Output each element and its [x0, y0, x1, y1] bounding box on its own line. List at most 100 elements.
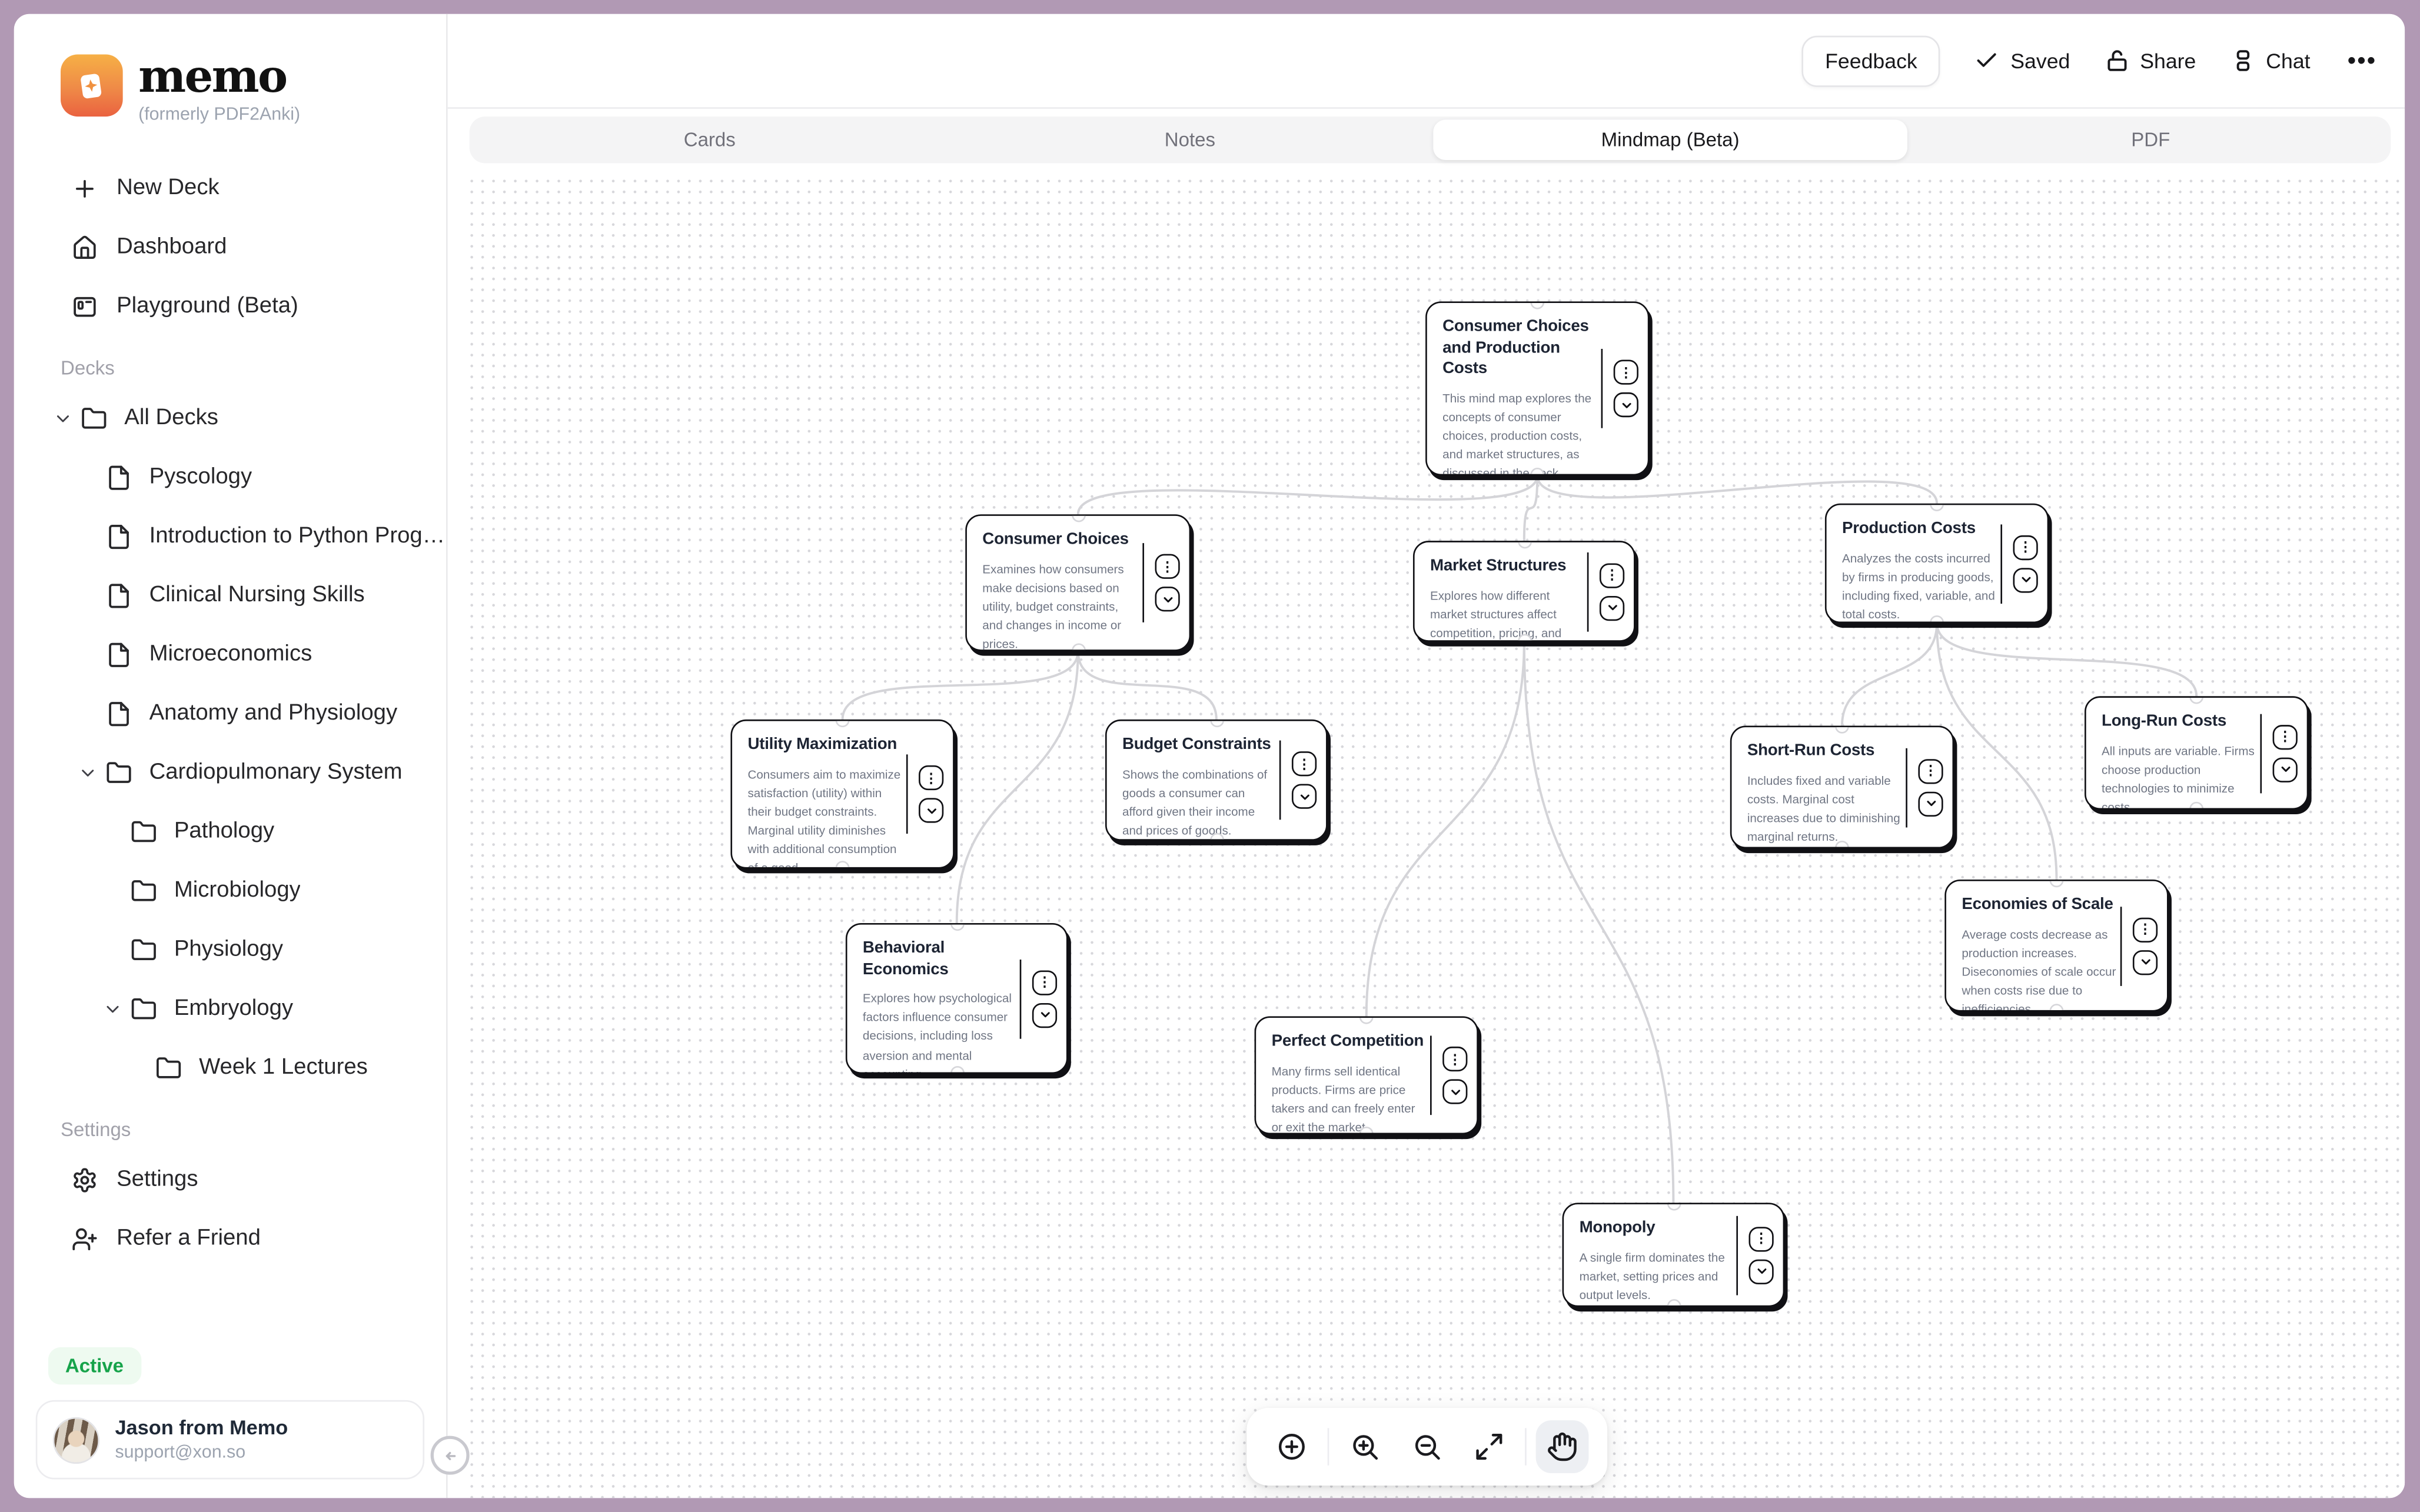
sidebar-item-refer-a-friend[interactable]: Refer a Friend — [14, 1209, 446, 1268]
sidebar-item-introduction-to-python-progra[interactable]: Introduction to Python Progra... — [14, 507, 446, 565]
zoom-out-icon — [1411, 1431, 1442, 1463]
sidebar-item-clinical-nursing-skills[interactable]: Clinical Nursing Skills — [14, 565, 446, 624]
tab-cards[interactable]: Cards — [683, 129, 736, 151]
node-menu-button[interactable]: ⋮ — [2132, 917, 2158, 942]
node-handle-top[interactable] — [1530, 303, 1545, 309]
zoom-in-button[interactable] — [1338, 1420, 1391, 1473]
feedback-button[interactable]: Feedback — [1801, 35, 1941, 86]
mindmap-node-pcomp[interactable]: Perfect Competition Many firms sell iden… — [1254, 1016, 1478, 1135]
node-menu-button[interactable]: ⋮ — [1291, 751, 1317, 777]
sidebar-item-playground-beta[interactable]: Playground (Beta) — [14, 277, 446, 335]
node-menu-button[interactable]: ⋮ — [1442, 1046, 1468, 1072]
pan-tool-button[interactable] — [1535, 1420, 1588, 1473]
mindmap-node-eos[interactable]: Economies of Scale Average costs decreas… — [1944, 879, 2169, 1012]
user-card[interactable]: Jason from Memo support@xon.so — [35, 1400, 425, 1480]
sidebar-item-microeconomics[interactable]: Microeconomics — [14, 625, 446, 684]
collapse-sidebar-button[interactable] — [430, 1436, 470, 1475]
sidebar-item-pathology[interactable]: Pathology — [14, 802, 446, 861]
node-collapse-button[interactable] — [2132, 949, 2158, 975]
node-handle-top[interactable] — [1517, 542, 1531, 549]
chat-button[interactable]: Chat — [2230, 48, 2311, 73]
node-collapse-button[interactable] — [1155, 587, 1180, 612]
node-menu-button[interactable]: ⋮ — [1613, 359, 1638, 385]
node-handle-top[interactable] — [835, 721, 850, 728]
node-handle-top[interactable] — [1071, 515, 1085, 522]
node-menu-button[interactable]: ⋮ — [1918, 758, 1943, 784]
node-collapse-button[interactable] — [1918, 791, 1943, 816]
node-body: Average costs decrease as production inc… — [1962, 927, 2116, 1012]
toolbar-divider — [1327, 1428, 1329, 1466]
node-menu-button[interactable]: ⋮ — [1155, 554, 1180, 579]
mindmap-node-be[interactable]: Behavioral Economics Explores how psycho… — [845, 922, 1068, 1074]
mindmap-node-root[interactable]: Consumer Choices and Production Costs Th… — [1425, 301, 1650, 476]
sidebar-item-microbiology[interactable]: Microbiology — [14, 861, 446, 920]
more-menu-button[interactable]: ••• — [2345, 48, 2380, 74]
node-handle-top[interactable] — [2049, 881, 2064, 888]
node-menu-button[interactable]: ⋮ — [1599, 562, 1625, 588]
node-body: Explores how different market structures… — [1430, 588, 1562, 640]
hand-icon — [1546, 1431, 1577, 1463]
sidebar-item-dashboard[interactable]: Dashboard — [14, 218, 446, 277]
node-collapse-button[interactable] — [1442, 1079, 1468, 1104]
mindmap-node-bc[interactable]: Budget Constraints Shows the combination… — [1105, 719, 1328, 841]
saved-button[interactable]: Saved — [1975, 48, 2070, 73]
node-handle-top[interactable] — [1666, 1204, 1681, 1211]
deck-label: Embryology — [174, 996, 294, 1021]
sidebar-item-week-1-lectures[interactable]: Week 1 Lectures — [14, 1038, 446, 1097]
node-collapse-button[interactable] — [1032, 1002, 1058, 1027]
deck-label: Anatomy and Physiology — [149, 701, 398, 726]
node-menu-button[interactable]: ⋮ — [2013, 534, 2038, 559]
sidebar-item-embryology[interactable]: Embryology — [14, 979, 446, 1038]
deck-label: Microbiology — [174, 878, 301, 903]
mindmap-node-src[interactable]: Short-Run Costs Includes fixed and varia… — [1730, 725, 1954, 849]
sidebar-item-settings[interactable]: Settings — [14, 1150, 446, 1209]
add-node-button[interactable] — [1265, 1420, 1318, 1473]
node-title: Perfect Competition — [1271, 1031, 1424, 1051]
node-handle-top[interactable] — [1835, 727, 1849, 734]
share-button[interactable]: Share — [2104, 48, 2196, 73]
node-collapse-button[interactable] — [1291, 784, 1317, 809]
mindmap-node-lrc[interactable]: Long-Run Costs All inputs are variable. … — [2085, 696, 2309, 810]
sidebar-item-new-deck[interactable]: New Deck — [14, 158, 446, 217]
tab-pdf[interactable]: PDF — [2131, 129, 2170, 151]
mindmap-content: Cards Notes Mindmap (Beta) PDF Consumer Cho… — [447, 108, 2405, 1498]
node-collapse-button[interactable] — [1748, 1258, 1774, 1284]
node-handle-top[interactable] — [1930, 505, 1944, 511]
deck-label: Cardiopulmonary System — [149, 760, 403, 785]
sidebar-item-pyscology[interactable]: Pyscology — [14, 448, 446, 507]
node-menu-button[interactable]: ⋮ — [919, 765, 944, 791]
sidebar-item-anatomy-and-physiology[interactable]: Anatomy and Physiology — [14, 684, 446, 742]
tab-mindmap-beta[interactable]: Mindmap (Beta) — [1433, 119, 1907, 161]
sidebar-item-all-decks[interactable]: All Decks — [14, 388, 446, 447]
node-collapse-button[interactable] — [1613, 392, 1638, 418]
node-menu-button[interactable]: ⋮ — [1032, 970, 1058, 995]
chevron-down-icon[interactable] — [78, 762, 98, 782]
node-handle-top[interactable] — [1209, 721, 1224, 728]
node-collapse-button[interactable] — [2272, 757, 2298, 782]
mindmap-node-cc[interactable]: Consumer Choices Examines how consumers … — [965, 514, 1191, 651]
node-handle-top[interactable] — [1359, 1018, 1374, 1024]
node-menu-button[interactable]: ⋮ — [2272, 724, 2298, 750]
mindmap-node-um[interactable]: Utility Maximization Consumers aim to ma… — [730, 719, 955, 869]
zoom-out-button[interactable] — [1400, 1420, 1453, 1473]
mindmap-node-mono[interactable]: Monopoly A single firm dominates the mar… — [1562, 1203, 1785, 1307]
chevron-down-icon[interactable] — [53, 408, 73, 428]
chevron-down-icon[interactable] — [102, 998, 122, 1018]
node-collapse-button[interactable] — [919, 798, 944, 823]
sidebar-item-cardiopulmonary-system[interactable]: Cardiopulmonary System — [14, 743, 446, 802]
fit-view-button[interactable] — [1462, 1420, 1515, 1473]
edge-root-pc — [1536, 475, 1939, 504]
node-controls: ⋮ — [1142, 543, 1180, 622]
node-collapse-button[interactable] — [1599, 595, 1625, 620]
node-collapse-button[interactable] — [2013, 567, 2038, 592]
app-name: memo — [138, 49, 288, 103]
tab-notes[interactable]: Notes — [1164, 129, 1216, 151]
mindmap-canvas[interactable]: Consumer Choices and Production Costs Th… — [448, 109, 2405, 1498]
mindmap-node-ms[interactable]: Market Structures Explores how different… — [1412, 541, 1636, 642]
node-handle-top[interactable] — [2189, 697, 2204, 704]
node-menu-button[interactable]: ⋮ — [1748, 1225, 1774, 1251]
node-handle-top[interactable] — [949, 924, 964, 931]
mindmap-node-pc[interactable]: Production Costs Analyzes the costs incu… — [1824, 503, 2049, 624]
sidebar-item-physiology[interactable]: Physiology — [14, 920, 446, 979]
node-body: All inputs are variable. Firms choose pr… — [2102, 744, 2255, 810]
